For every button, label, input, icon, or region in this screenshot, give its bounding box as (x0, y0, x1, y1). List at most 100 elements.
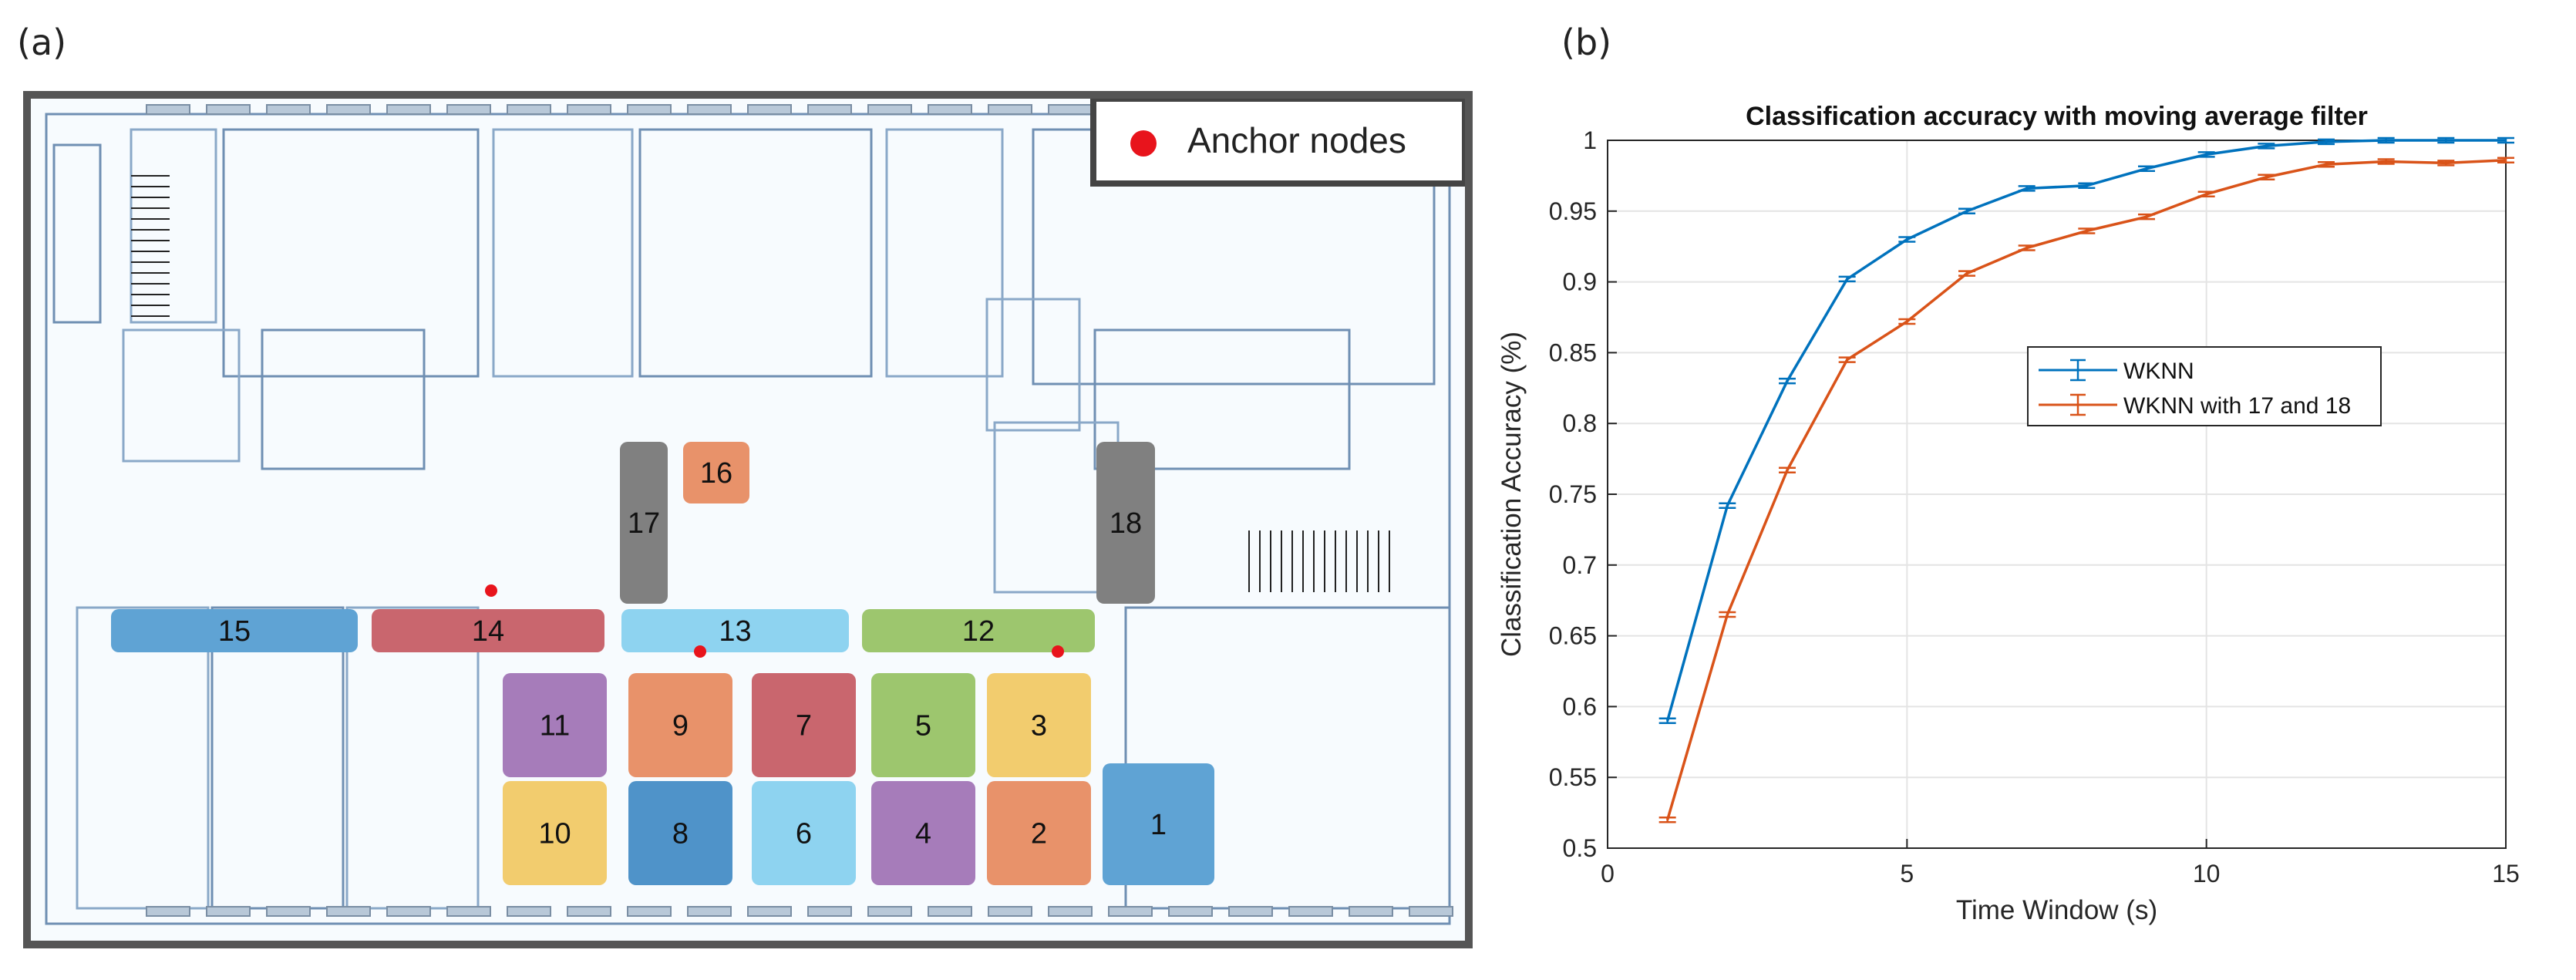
error-bar (2318, 160, 2335, 168)
room-3-block (987, 673, 1091, 777)
legend-item: WKNN (2039, 359, 2194, 384)
legend-label: WKNN (2123, 359, 2194, 384)
y-tick-label: 0.9 (1563, 268, 1597, 296)
room-12: 12 (862, 609, 1095, 652)
window (1108, 906, 1153, 917)
legend-label: WKNN with 17 and 18 (2123, 393, 2351, 419)
floor-plan-legend: Anchor nodes (1090, 99, 1465, 187)
room-14-label: 14 (472, 615, 504, 648)
error-bar (1838, 275, 1856, 283)
error-bar (2437, 160, 2455, 167)
window (507, 906, 551, 917)
window (446, 104, 491, 115)
window (1288, 906, 1333, 917)
floor-plan-background (45, 104, 1453, 925)
room-5: 5 (871, 673, 975, 777)
room-14: 14 (372, 609, 604, 652)
series-1 (1658, 136, 2514, 725)
y-tick-label: 0.6 (1563, 692, 1597, 720)
wall-line (638, 128, 873, 378)
anchor-node (1052, 645, 1064, 658)
error-bar (1719, 611, 1736, 618)
window (567, 906, 611, 917)
error-bar (1958, 270, 1975, 277)
error-bar (1898, 236, 1916, 243)
wall-line (492, 128, 634, 378)
y-tick-label: 0.8 (1563, 409, 1597, 437)
room-10: 10 (503, 781, 607, 885)
room-9: 9 (628, 673, 732, 777)
room-15: 15 (111, 609, 358, 652)
room-9-block (628, 673, 732, 777)
room-18-block (1096, 442, 1155, 604)
error-bar (2497, 136, 2514, 144)
room-16-block (683, 442, 749, 503)
room-15-block (111, 609, 358, 652)
wall-line (210, 606, 345, 910)
error-bar (1838, 356, 1856, 363)
error-bar (2018, 185, 2036, 192)
room-1-label: 1 (1150, 809, 1167, 841)
error-bar (2258, 173, 2275, 180)
window (386, 906, 431, 917)
anchor-node (694, 645, 706, 658)
series-2 (1658, 157, 2514, 823)
room-11-block (503, 673, 607, 777)
window (988, 104, 1032, 115)
wall-line (1124, 606, 1451, 910)
room-17-block (620, 442, 668, 604)
legend-anchor-label: Anchor nodes (1187, 120, 1406, 160)
y-tick-label: 0.55 (1549, 763, 1597, 791)
room-11: 11 (503, 673, 607, 777)
window (206, 104, 251, 115)
y-tick-label: 0.95 (1549, 197, 1597, 225)
error-bar (2138, 213, 2155, 221)
window (687, 906, 732, 917)
room-1-block (1103, 763, 1214, 885)
window (1048, 104, 1093, 115)
room-3-label: 3 (1031, 710, 1047, 743)
x-tick-label: 5 (1900, 860, 1914, 887)
room-15-label: 15 (218, 615, 251, 648)
error-bar (1719, 502, 1736, 509)
error-bar (2377, 158, 2395, 165)
window (928, 906, 972, 917)
room-16-label: 16 (700, 457, 732, 490)
room-10-block (503, 781, 607, 885)
error-bar (2078, 227, 2096, 234)
wall-line (345, 606, 480, 910)
chart-legend: WKNN WKNN with 17 and 18 (2027, 346, 2382, 426)
wall-line (52, 143, 102, 324)
error-bar (2318, 138, 2335, 146)
error-bar (1898, 318, 1916, 325)
window (988, 906, 1032, 917)
error-bar (2078, 182, 2096, 190)
window (507, 104, 551, 115)
room-13-label: 13 (719, 615, 751, 648)
y-tick-label: 0.7 (1563, 551, 1597, 579)
room-8-label: 8 (672, 818, 689, 850)
window (266, 906, 311, 917)
room-3: 3 (987, 673, 1091, 777)
x-tick-label: 15 (2492, 860, 2520, 887)
room-12-block (862, 609, 1095, 652)
error-bar (2138, 165, 2155, 172)
room-1: 1 (1103, 763, 1214, 885)
room-13-block (621, 609, 849, 652)
window (386, 104, 431, 115)
room-4-block (871, 781, 975, 885)
wall-line (222, 128, 480, 378)
window (867, 906, 912, 917)
room-11-label: 11 (540, 710, 570, 743)
error-bar (2197, 190, 2215, 198)
window (1349, 906, 1393, 917)
room-8-block (628, 781, 732, 885)
window (807, 104, 852, 115)
window (687, 104, 732, 115)
y-axis-label: Classification Accuracy (%) (1497, 332, 1527, 657)
error-bar (2197, 151, 2215, 158)
